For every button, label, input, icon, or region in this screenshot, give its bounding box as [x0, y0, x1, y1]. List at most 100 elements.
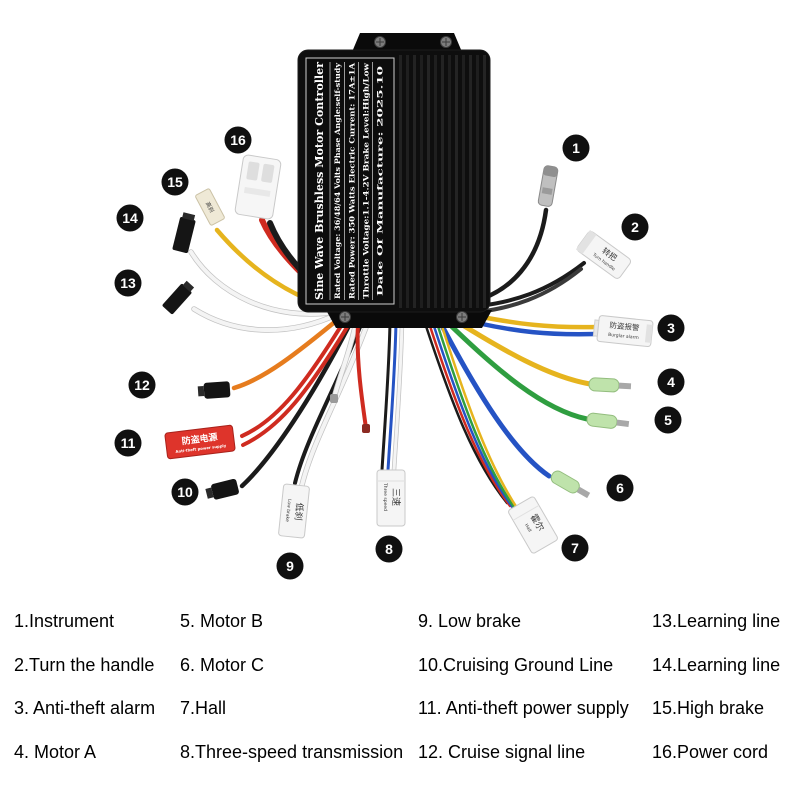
callout-13: 13 [114, 269, 142, 297]
low-brake-label-en: Low brake [284, 499, 292, 523]
burglar-alarm-label-cn: 防盗报警 [609, 319, 640, 332]
legend-item: 8.Three-speed transmission [180, 741, 404, 762]
terminal-motor-b [586, 412, 630, 429]
spec-line2: Rated Voltage: 36/48/64 Volts Phase Angl… [333, 62, 342, 299]
legend-item: 2.Turn the handle [14, 654, 155, 675]
hall-label-en: Hall [523, 523, 533, 533]
callout-3: 3 [657, 314, 685, 342]
wire-antitheft-red1 [240, 316, 348, 438]
spec-line4: Throttle Voltage:1.1-4.2V Brake Level:Hi… [362, 62, 371, 299]
controller-photo: Sine Wave Brushless Motor Controller Rat… [114, 33, 685, 580]
connector-learning-1 [162, 280, 195, 315]
connector-low-brake: 低刹 Low brake [278, 483, 310, 539]
wire-loose-white [332, 320, 358, 400]
wire-hall-red [426, 318, 512, 508]
legend-item: 12. Cruise signal line [418, 741, 586, 762]
wire-hall-yellow [438, 318, 521, 513]
loose-red-tip [362, 424, 370, 433]
callout-6: 6 [606, 474, 634, 502]
legend-item: 15.High brake [652, 698, 765, 719]
callout-4-num: 4 [667, 374, 675, 390]
wire-motor-b [439, 314, 590, 422]
spec-title: Sine Wave Brushless Motor Controller [312, 61, 326, 300]
legend-item: 3. Anti-theft alarm [14, 698, 156, 719]
callout-9: 9 [276, 552, 304, 580]
legend-column-3: 9. Low brake 10.Cruising Ground Line 11.… [418, 600, 629, 774]
legend-column-4: 13.Learning line 14.Learning line 15.Hig… [652, 600, 780, 774]
wire-antitheft-red2 [241, 322, 351, 447]
mount-tab-bottom [326, 310, 492, 328]
callout-13-num: 13 [120, 275, 136, 291]
connector-turn-handle: 转把 Turn handle [575, 230, 632, 279]
callout-11: 11 [114, 429, 142, 457]
legend-item: 14.Learning line [652, 654, 781, 675]
callout-1-num: 1 [572, 140, 580, 156]
connector-anti-theft-power: 防盗电源 Anti-theft power supply [164, 424, 236, 460]
legend-item: 1.Instrument [14, 611, 115, 632]
low-brake-label-cn: 低刹 [292, 502, 306, 521]
legend-column-1: 1.Instrument 2.Turn the handle 3. Anti-t… [14, 600, 155, 774]
connector-learning-2 [172, 212, 196, 254]
wire-threespeed-black [380, 320, 392, 472]
callout-6-num: 6 [616, 480, 624, 496]
callout-9-num: 9 [286, 558, 294, 574]
connector-cruise-signal [197, 381, 231, 399]
burglar-alarm-label-en: Burglar alarm [608, 332, 639, 341]
connector-high-brake: 高刹 [195, 188, 225, 226]
controller-box: Sine Wave Brushless Motor Controller Rat… [297, 33, 492, 328]
legend-item: 10.Cruising Ground Line [418, 654, 614, 675]
legend-item: 5. Motor B [180, 611, 264, 632]
callout-14-num: 14 [122, 210, 138, 226]
legend-column-2: 5. Motor B 6. Motor C 7.Hall 8.Three-spe… [180, 600, 403, 774]
callout-1: 1 [562, 134, 590, 162]
callout-2: 2 [621, 213, 649, 241]
loose-wire-tip [330, 394, 338, 403]
callout-5: 5 [654, 406, 682, 434]
callout-7: 7 [561, 534, 589, 562]
wire-threespeed-white [392, 320, 404, 472]
callout-15: 15 [161, 168, 189, 196]
connector-three-speed: 三速 Three speed [376, 469, 406, 527]
connector-burglar-alarm: 防盗报警 Burglar alarm [592, 315, 654, 348]
connector-power-cord [234, 154, 282, 220]
wire-cruise-signal [231, 313, 345, 391]
callout-8-num: 8 [385, 541, 393, 557]
callouts: 1 2 3 4 5 6 7 8 9 10 11 12 13 14 15 16 [114, 126, 685, 580]
wire-threespeed-blue [386, 320, 398, 472]
callout-16-num: 16 [230, 132, 246, 148]
spec-label: Sine Wave Brushless Motor Controller Rat… [305, 57, 395, 305]
callout-7-num: 7 [571, 540, 579, 556]
legend-item: 6. Motor C [180, 654, 265, 675]
anti-theft-label-en: Anti-theft power supply [175, 443, 227, 454]
callout-12-num: 12 [134, 377, 150, 393]
callout-11-num: 11 [121, 435, 136, 451]
callout-16: 16 [224, 126, 252, 154]
callout-8: 8 [375, 535, 403, 563]
legend-item: 7.Hall [180, 698, 227, 719]
wire-hall-green [434, 318, 518, 512]
screws [339, 36, 468, 323]
legend-item: 13.Learning line [652, 611, 781, 632]
wire-learning1 [192, 307, 340, 333]
connector-hall: 霍尔 Hall [508, 496, 558, 554]
spec-line5: Date Of Manufacture: 2025.10 [376, 66, 385, 296]
connector-instrument [537, 165, 559, 207]
wire-motor-c [435, 315, 552, 479]
spec-line3: Rated Power: 350 Watts Electric Current:… [348, 63, 357, 299]
callout-15-num: 15 [167, 174, 183, 190]
terminal-motor-a [588, 377, 632, 393]
wire-learning2 [189, 250, 338, 316]
terminal-motor-c [550, 470, 591, 499]
legend-item: 11. Anti-theft power supply [418, 698, 629, 719]
three-speed-label-en: Three speed [382, 482, 388, 511]
callout-3-num: 3 [667, 320, 675, 336]
wire-hall-blue [430, 318, 515, 510]
callout-12: 12 [128, 371, 156, 399]
callout-5-num: 5 [664, 412, 672, 428]
wire-loose-red [355, 322, 368, 430]
callout-2-num: 2 [631, 219, 639, 235]
connector-cruise-ground [205, 478, 239, 500]
wire-cruise-ground [239, 317, 355, 489]
callout-4: 4 [657, 368, 685, 396]
